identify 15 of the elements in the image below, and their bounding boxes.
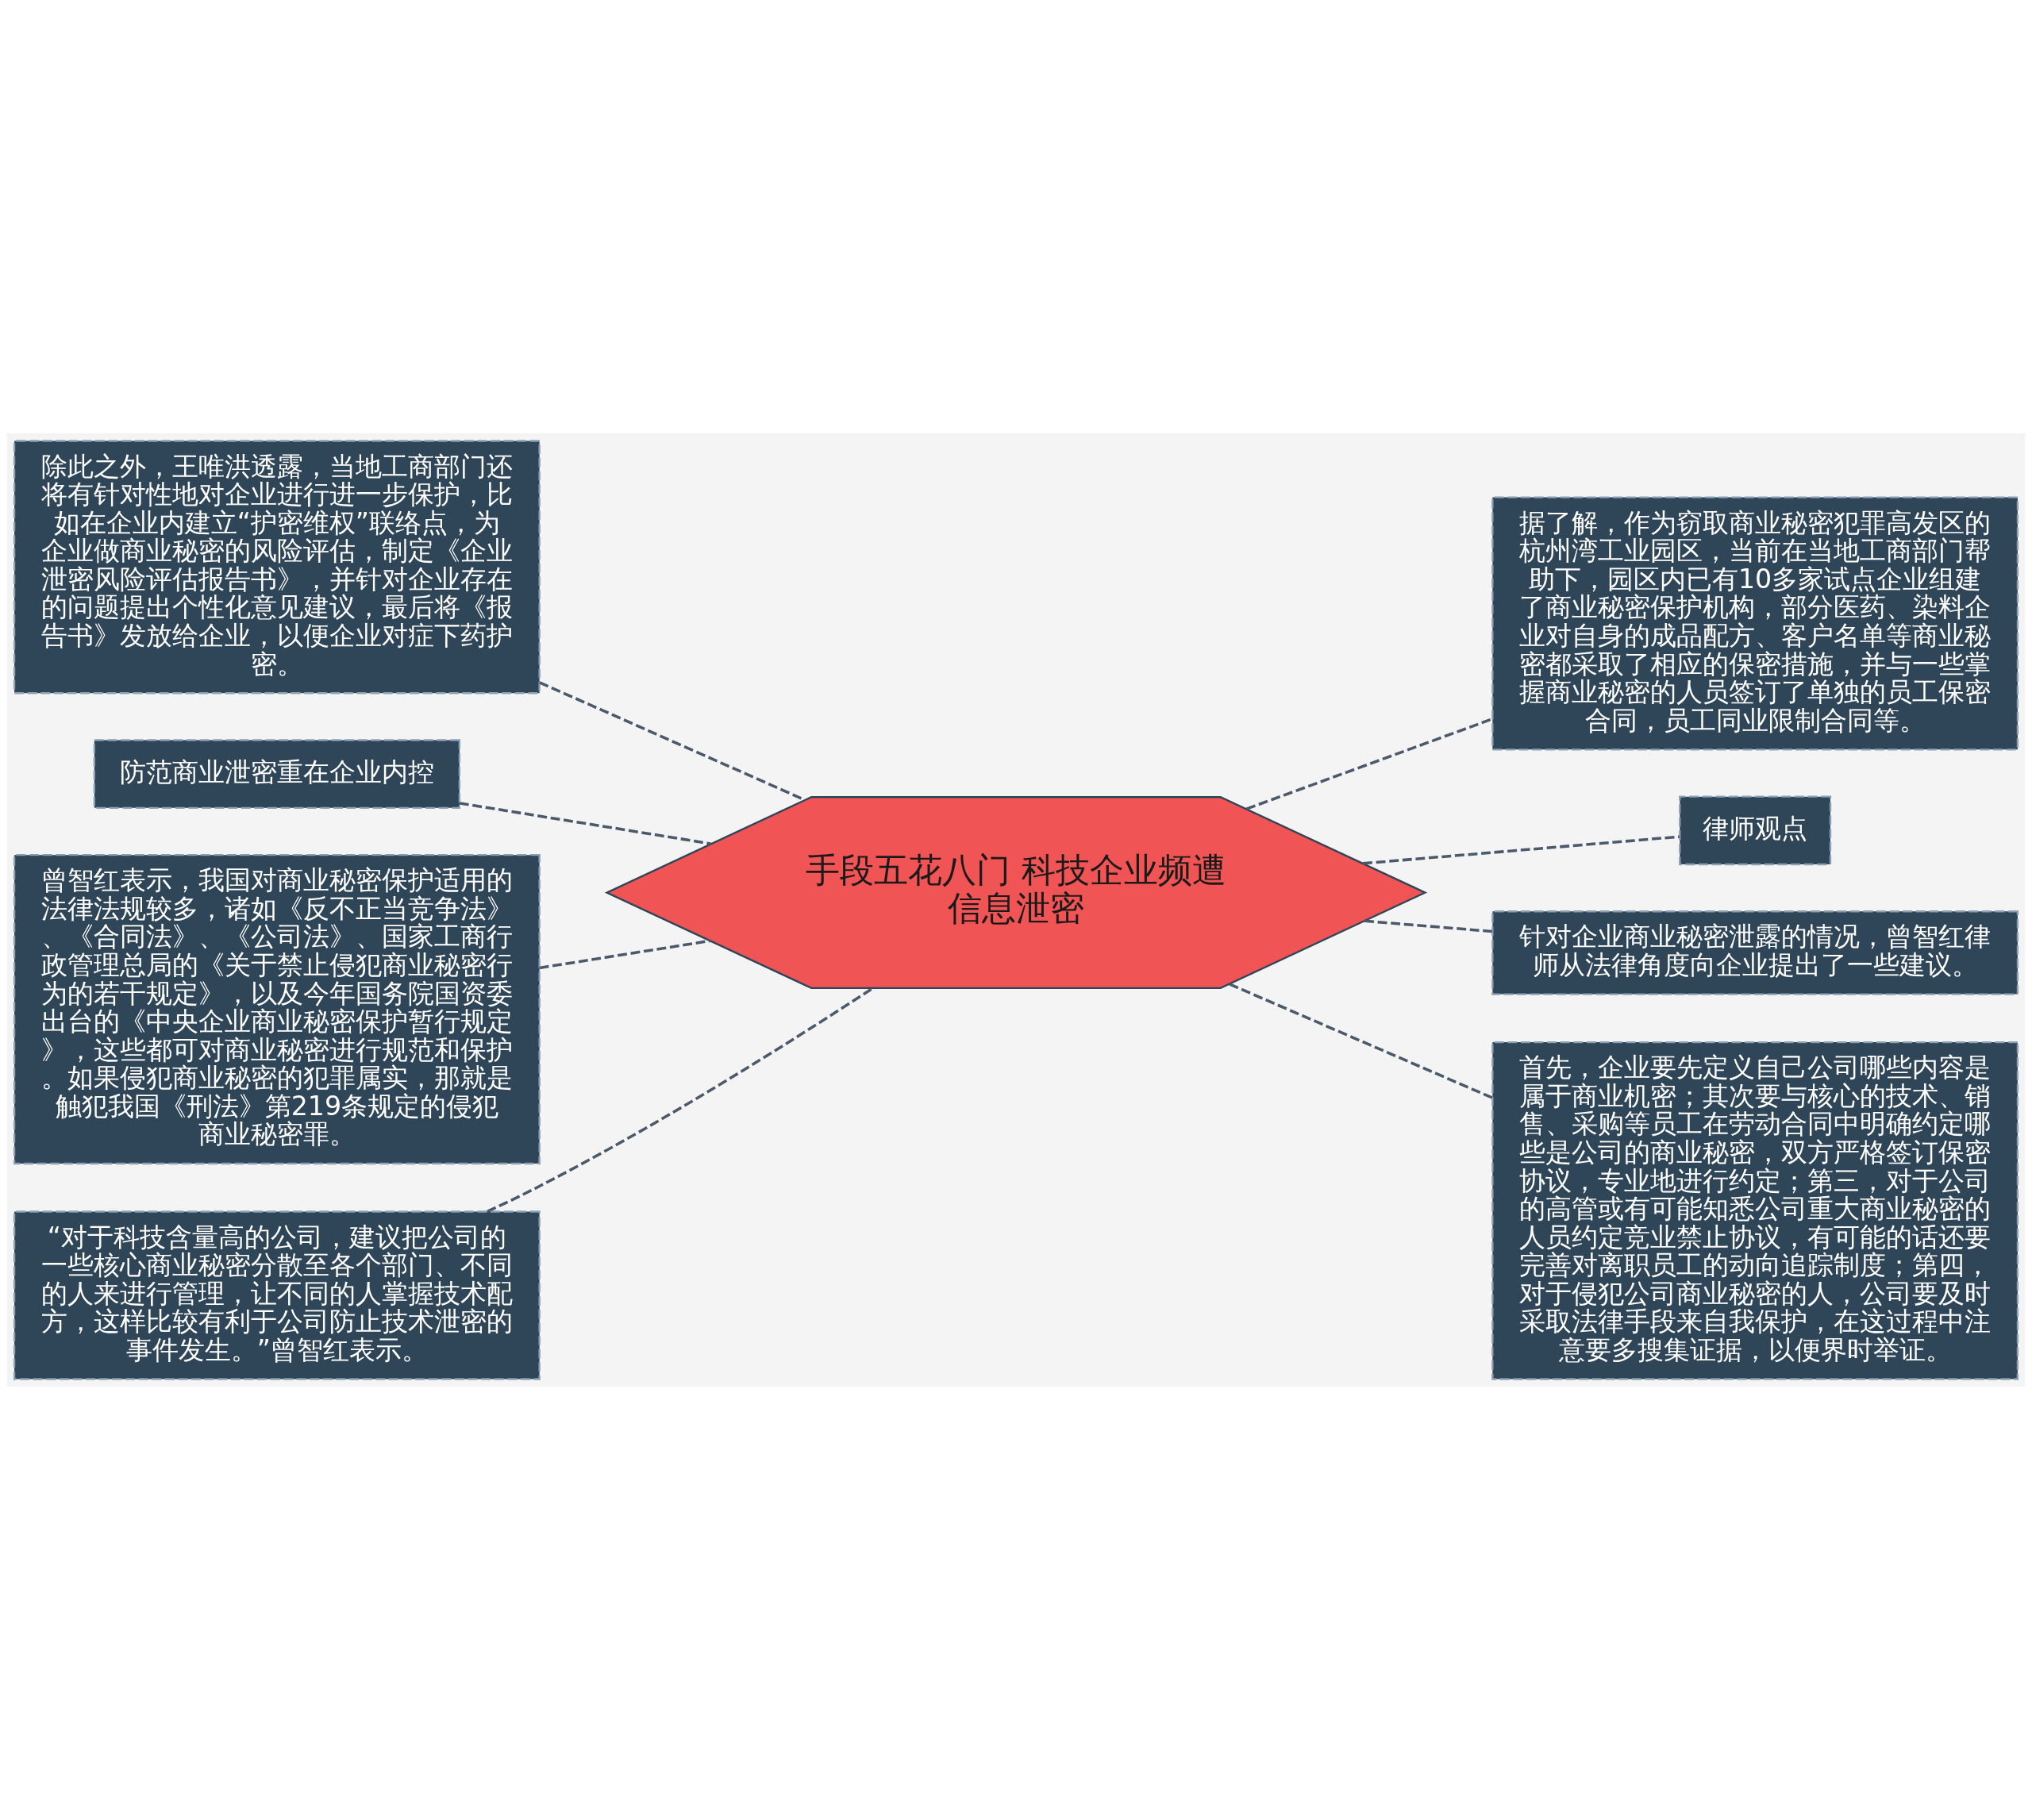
- node-box: “对于科技含量高的公司，建议把公司的一些核心商业秘密分散至各个部门、不同的人来进行管理，让不同的人掌握技术配方，这样比较有利于公司防止技术泄密的事件发生。”曾智红表示。: [13, 1210, 541, 1380]
- connector: [1245, 718, 1493, 810]
- node-box: 律师观点: [1679, 795, 1832, 866]
- node-box: 防范商业泄密重在企业内控: [93, 739, 461, 810]
- connector: [1364, 919, 1493, 933]
- connector: [459, 802, 711, 845]
- connector: [1362, 835, 1680, 865]
- connector: [487, 987, 875, 1214]
- connector: [1229, 983, 1493, 1099]
- node-box: 曾智红表示，我国对商业秘密保护适用的法律法规较多，诸如《反不正当竞争法》、《合同法》、《公司法》、国家工商行政管理总局的《关于禁止侵犯商业秘密行为的若干规定》，以及今年国务院国资委出台的《中央企业商业秘密保护暂行规定》，这些都可对商业秘密进行规范和保护。如果侵犯商业秘密的犯罪属实，那就是触犯我国《刑法》第219条规定的侵犯商业秘密罪。: [13, 853, 541, 1165]
- node-box: 首先，企业要先定义自己公司哪些内容是属于商业机密；其次要与核心的技术、销售、采购等员工在劳动合同中明确约定哪些是公司的商业秘密，双方严格签订保密协议，专业地进行约定；第三，对于公司的高管或有可能知悉公司重大商业秘密的人员约定竞业禁止协议，有可能的话还要完善对离职员工的动向追踪制度；第四，对于侵犯公司商业秘密的人，公司要及时采取法律手段来自我保护，在这过程中注意要多搜集证据，以便界时举证。: [1491, 1041, 2019, 1380]
- node-box: 针对企业商业秘密泄露的情况，曾智红律师从法律角度向企业提出了一些建议。: [1491, 910, 2019, 995]
- connector: [539, 939, 710, 970]
- node-box: 据了解，作为窃取商业秘密犯罪高发区的杭州湾工业园区，当前在当地工商部门帮助下，园区内已有10多家试点企业组建了商业秘密保护机构，部分医药、染料企业对自身的成品配方、客户名单等商业秘密都采取了相应的保密措施，并与一些掌握商业秘密的人员签订了单独的员工保密合同，员工同业限制合同等。: [1491, 496, 2019, 751]
- node-box: 除此之外，王唯洪透露，当地工商部门还将有针对性地对企业进行进一步保护，比如在企业内建立“护密维权”联络点，为企业做商业秘密的风险评估，制定《企业泄密风险评估报告书》，并针对企业存在的问题提出个性化意见建议，最后将《报告书》发放给企业，以便企业对症下药护密。: [13, 440, 541, 695]
